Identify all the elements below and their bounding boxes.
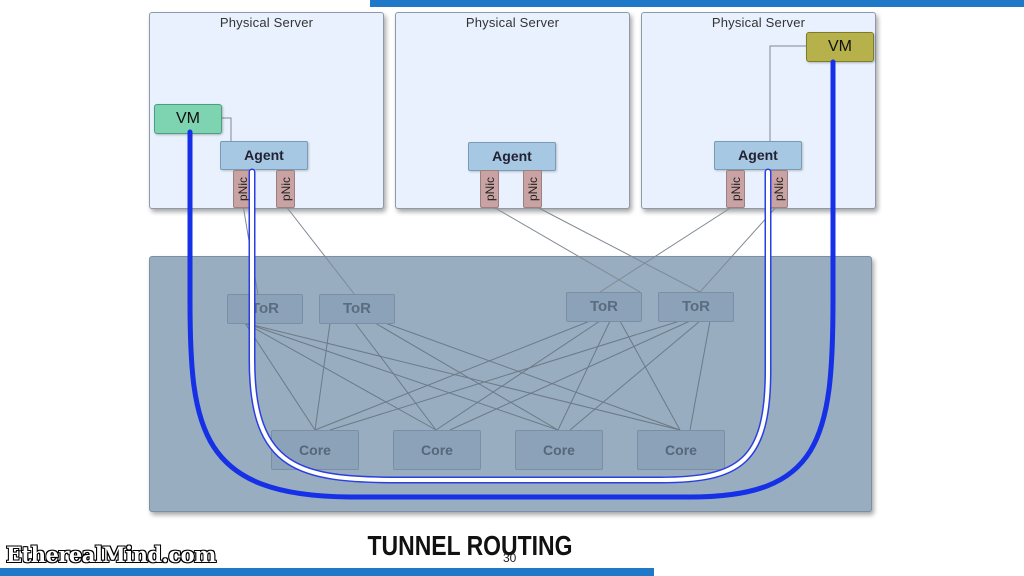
server-title: Physical Server [465,15,560,30]
vm-right: VM [806,32,874,62]
tunnel-outer-path [187,59,836,500]
server-title: Physical Server [219,15,314,30]
tunnel-inner-outline [248,168,772,484]
pnic-1b: pNic [276,170,295,208]
brand-logo: EtherealMind.com [6,542,216,567]
tunnel-inner-path [250,170,770,482]
core-switch-4: Core [637,430,725,470]
agent-box-1: Agent [220,141,308,170]
core-switch-3: Core [515,430,603,470]
core-switch-2: Core [393,430,481,470]
tor-switch-2: ToR [319,294,395,324]
physical-server-2: Physical Server [395,12,630,209]
pnic-2a: pNic [480,170,499,208]
agent-box-3: Agent [714,141,802,170]
page-number: 30 [503,551,517,565]
pnic-2b: pNic [523,170,542,208]
top-accent-bar [370,0,1024,7]
tor-switch-1: ToR [227,294,303,324]
pnic-3a: pNic [726,170,745,208]
tor-switch-4: ToR [658,292,734,322]
tor-switch-3: ToR [566,292,642,322]
bottom-accent-bar [0,568,654,576]
server-title: Physical Server [711,15,806,30]
agent-box-2: Agent [468,142,556,171]
slide-title: TUNNEL ROUTING [367,530,573,561]
